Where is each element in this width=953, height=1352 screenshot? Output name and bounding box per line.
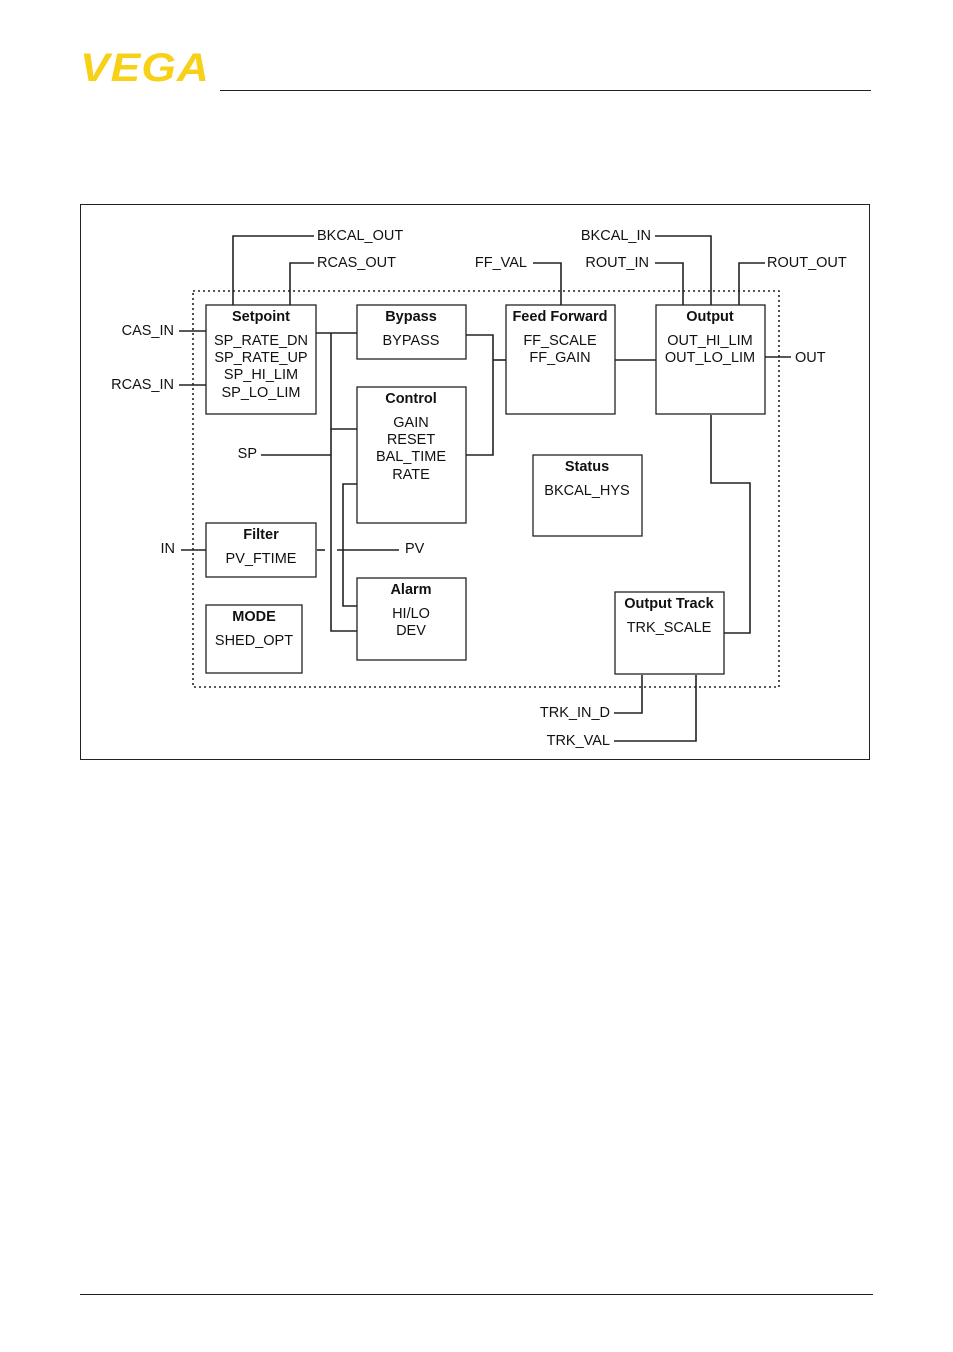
param-label: DEV (396, 623, 426, 639)
signal-rout-out: ROUT_OUT (767, 255, 847, 271)
param-label: FF_GAIN (529, 350, 590, 366)
param-label: PV_FTIME (226, 551, 297, 567)
block-status: Status BKCAL_HYS (532, 454, 643, 537)
block-title: Filter (243, 527, 279, 543)
block-feed-forward: Feed Forward FF_SCALE FF_GAIN (505, 304, 616, 415)
signal-rcas-out: RCAS_OUT (317, 255, 396, 271)
block-bypass: Bypass BYPASS (356, 304, 467, 360)
param-label: BKCAL_HYS (544, 483, 629, 499)
footer-rule (80, 1294, 873, 1295)
header-rule (220, 90, 871, 91)
param-label: BYPASS (383, 333, 440, 349)
block-filter: Filter PV_FTIME (205, 522, 317, 578)
block-title: Feed Forward (512, 309, 607, 325)
param-label: SP_HI_LIM (224, 367, 298, 383)
block-title: Status (565, 459, 609, 475)
param-label: SP_RATE_UP (214, 350, 307, 366)
block-title: Control (385, 391, 437, 407)
logo-text: VEGA (80, 50, 210, 84)
signal-labels: BKCAL_OUT RCAS_OUT FF_VAL BKCAL_IN ROUT_… (111, 228, 847, 749)
signal-pv: PV (405, 541, 425, 557)
block-output: Output OUT_HI_LIM OUT_LO_LIM (655, 304, 766, 415)
connection-lines (179, 235, 791, 742)
block-alarm: Alarm HI/LO DEV (356, 577, 467, 661)
signal-out: OUT (795, 350, 826, 366)
block-title: Output Track (624, 596, 714, 612)
signal-sp: SP (238, 446, 257, 462)
param-label: HI/LO (392, 606, 430, 622)
param-label: FF_SCALE (523, 333, 597, 349)
signal-rout-in: ROUT_IN (585, 255, 649, 271)
param-label: SP_LO_LIM (222, 385, 301, 401)
param-label: GAIN (393, 415, 428, 431)
signal-bkcal-out: BKCAL_OUT (317, 228, 403, 244)
signal-ff-val: FF_VAL (475, 255, 527, 271)
diagram-svg: Setpoint SP_RATE_DN SP_RATE_UP SP_HI_LIM… (111, 228, 847, 749)
block-mode: MODE SHED_OPT (205, 604, 303, 674)
block-title: Setpoint (232, 309, 290, 325)
function-block-boundary (192, 290, 780, 688)
param-label: TRK_SCALE (627, 620, 712, 636)
block-title: Bypass (385, 309, 437, 325)
block-setpoint: Setpoint SP_RATE_DN SP_RATE_UP SP_HI_LIM… (205, 304, 317, 415)
block-title: MODE (232, 609, 276, 625)
signal-rcas-in: RCAS_IN (111, 377, 174, 393)
vega-logo: VEGA (80, 50, 210, 84)
function-block-diagram: Setpoint SP_RATE_DN SP_RATE_UP SP_HI_LIM… (80, 204, 870, 760)
param-label: BAL_TIME (376, 449, 446, 465)
signal-bkcal-in: BKCAL_IN (581, 228, 651, 244)
block-output-track: Output Track TRK_SCALE (614, 591, 725, 675)
param-label: SP_RATE_DN (214, 333, 308, 349)
param-label: RATE (392, 467, 430, 483)
param-label: OUT_LO_LIM (665, 350, 755, 366)
signal-cas-in: CAS_IN (122, 323, 174, 339)
param-label: RESET (387, 432, 435, 448)
param-label: OUT_HI_LIM (667, 333, 752, 349)
block-title: Alarm (390, 582, 431, 598)
signal-trk-in-d: TRK_IN_D (540, 705, 610, 721)
param-label: SHED_OPT (215, 633, 293, 649)
signal-in: IN (161, 541, 176, 557)
block-title: Output (686, 309, 734, 325)
block-control: Control GAIN RESET BAL_TIME RATE (356, 386, 467, 524)
signal-trk-val: TRK_VAL (547, 733, 610, 749)
